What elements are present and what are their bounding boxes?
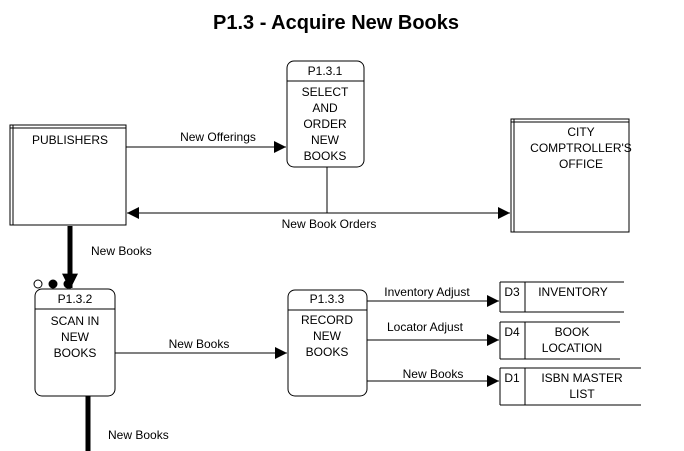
- flow-new-books-isbn-label: New Books: [403, 367, 464, 381]
- flow-new-books-out-label: New Books: [108, 428, 169, 442]
- process-p133-line-3: BOOKS: [306, 345, 349, 359]
- datastore-d4-id: D4: [504, 325, 520, 339]
- flow-inventory-adjust: Inventory Adjust: [367, 285, 499, 307]
- entity-publishers-label: PUBLISHERS: [32, 133, 108, 147]
- process-p131-line-5: BOOKS: [304, 149, 347, 163]
- datastore-d1-id: D1: [504, 371, 520, 385]
- entity-publishers: PUBLISHERS: [9, 124, 127, 226]
- datastore-d4: D4 BOOK LOCATION: [499, 321, 620, 360]
- flow-inventory-adjust-label: Inventory Adjust: [384, 285, 470, 299]
- process-p131-line-3: ORDER: [303, 117, 347, 131]
- process-p131-line-4: NEW: [311, 133, 340, 147]
- flow-new-books-publishers-label: New Books: [91, 244, 152, 258]
- datastore-d4-line-1: BOOK: [555, 325, 590, 339]
- datastore-d3: D3 INVENTORY: [499, 281, 624, 313]
- datastore-d3-id: D3: [504, 285, 520, 299]
- entity-comptroller-line-1: CITY: [567, 125, 594, 139]
- datastore-d4-line-2: LOCATION: [542, 341, 602, 355]
- flow-new-book-orders-label: New Book Orders: [282, 217, 377, 231]
- process-p132-line-1: SCAN IN: [51, 314, 100, 328]
- datastore-d3-line-1: INVENTORY: [538, 285, 608, 299]
- diagram-title: P1.3 - Acquire New Books: [213, 12, 459, 34]
- process-p131-id: P1.3.1: [308, 64, 343, 78]
- flow-new-books-scan: New Books: [115, 337, 287, 359]
- entity-comptroller: CITY COMPTROLLER'S OFFICE: [510, 118, 632, 233]
- flow-new-offerings-label: New Offerings: [180, 130, 256, 144]
- process-p132-id: P1.3.2: [58, 292, 93, 306]
- process-p133-line-2: NEW: [313, 329, 342, 343]
- datastore-d1: D1 ISBN MASTER LIST: [499, 367, 641, 406]
- flow-locator-adjust-label: Locator Adjust: [387, 320, 464, 334]
- flow-new-books-scan-label: New Books: [169, 337, 230, 351]
- flow-new-books-out: New Books: [85, 396, 169, 451]
- flow-new-book-orders: New Book Orders: [127, 167, 510, 231]
- flow-new-books-isbn: New Books: [367, 367, 499, 387]
- connector-dots: [33, 279, 73, 289]
- flow-new-books-publishers: New Books: [62, 226, 152, 290]
- entity-comptroller-line-2: COMPTROLLER'S: [530, 141, 632, 155]
- datastore-d1-line-1: ISBN MASTER: [541, 371, 623, 385]
- process-p132-line-3: BOOKS: [54, 346, 97, 360]
- process-p133: P1.3.3 RECORD NEW BOOKS: [287, 289, 368, 397]
- process-p131-line-2: AND: [312, 101, 338, 115]
- flow-new-offerings: New Offerings: [126, 130, 286, 153]
- process-p132-line-2: NEW: [61, 330, 90, 344]
- process-p133-line-1: RECORD: [301, 313, 353, 327]
- process-p131-line-1: SELECT: [302, 85, 349, 99]
- datastore-d1-line-2: LIST: [569, 387, 595, 401]
- process-p131: P1.3.1 SELECT AND ORDER NEW BOOKS: [286, 60, 365, 168]
- entity-comptroller-line-3: OFFICE: [559, 157, 603, 171]
- process-p132: P1.3.2 SCAN IN NEW BOOKS: [34, 288, 116, 397]
- process-p133-id: P1.3.3: [310, 292, 345, 306]
- flow-locator-adjust: Locator Adjust: [367, 320, 499, 346]
